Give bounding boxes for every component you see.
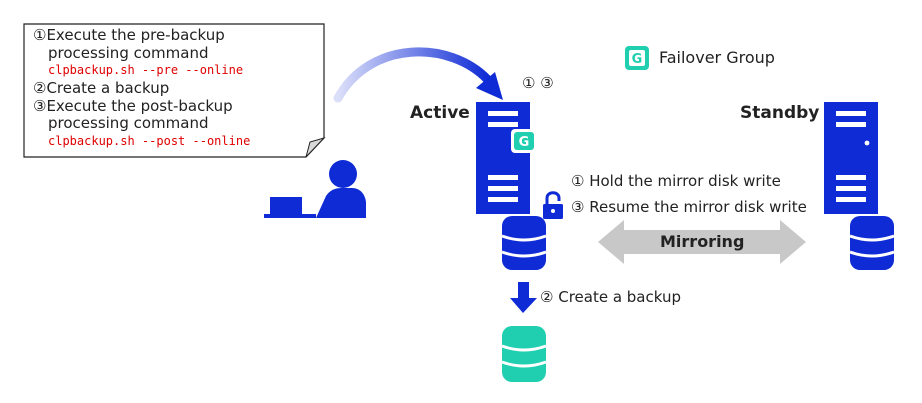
instruction-note-text: ①Execute the pre-backup processing comma… — [33, 26, 251, 151]
backup-arrow — [510, 282, 537, 313]
note-fold-corner — [305, 137, 326, 158]
standby-disk-icon — [849, 216, 895, 270]
standby-server-icon — [824, 102, 878, 214]
hold-mirror-text: ① Hold the mirror disk write — [571, 172, 781, 190]
operation-arrow-head — [476, 72, 503, 100]
user-icon — [264, 160, 366, 218]
failover-group-badge: G — [511, 129, 537, 153]
step1-command: clpbackup.sh --pre --online — [48, 63, 244, 77]
svg-text:G: G — [519, 135, 530, 150]
step3-subtitle: processing command — [48, 114, 209, 132]
active-steps-marker: ① ③ — [522, 74, 554, 92]
step1-title: ①Execute the pre-backup — [33, 26, 225, 44]
mirroring-arrow — [598, 220, 806, 264]
active-disk-icon — [501, 216, 547, 270]
active-server-label: Active — [410, 103, 470, 123]
operation-arrow — [333, 47, 493, 103]
step3-command: clpbackup.sh --post --online — [48, 133, 251, 148]
legend-label: Failover Group — [659, 48, 775, 67]
active-server-icon — [476, 102, 530, 214]
step1-subtitle: processing command — [48, 43, 209, 62]
svg-text:G: G — [632, 52, 643, 67]
step2-title: ②Create a backup — [33, 79, 170, 97]
backup-disk-icon — [501, 326, 547, 382]
step3-title: ③Execute the post-backup — [33, 96, 233, 115]
create-backup-label: ② Create a backup — [540, 288, 681, 306]
mirroring-label: Mirroring — [660, 232, 745, 251]
resume-mirror-text: ③ Resume the mirror disk write — [571, 198, 807, 216]
standby-server-label: Standby — [740, 103, 820, 123]
legend-failover-icon: G — [625, 46, 649, 70]
lock-icon — [543, 191, 563, 219]
